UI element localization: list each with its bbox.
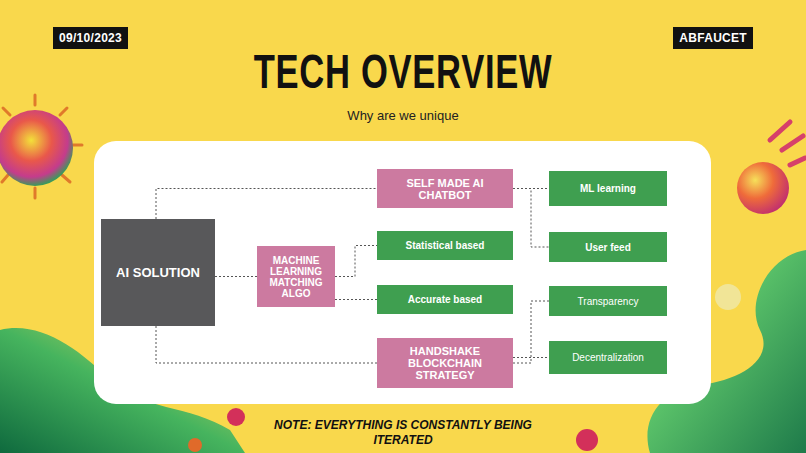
sun-decoration [0, 95, 82, 198]
dotted-connector [215, 276, 257, 277]
feature-box: Transparency [549, 286, 667, 316]
dotted-connector [513, 189, 549, 248]
node-label: Accurate based [408, 294, 482, 305]
root-box: AI SOLUTION [101, 219, 215, 326]
stroke-decoration [770, 122, 805, 165]
date-tag: 09/10/2023 [53, 27, 128, 49]
node-label: Statistical based [406, 240, 485, 251]
dotted-connector [513, 357, 549, 358]
dot-decoration [576, 429, 598, 451]
node-label: HANDSHAKE BLOCKCHAIN STRATEGY [383, 345, 507, 381]
node-label: AI SOLUTION [116, 265, 200, 280]
dot-decoration [227, 408, 245, 426]
component-box: MACHINE LEARNING MATCHING ALGO [257, 246, 335, 307]
node-label: Decentralization [572, 352, 644, 363]
dot-decoration [188, 438, 202, 452]
feature-box: Accurate based [377, 285, 513, 314]
dotted-connector [335, 246, 377, 277]
dotted-connector [335, 299, 377, 300]
feature-box: User feed [549, 232, 667, 262]
component-box: SELF MADE AI CHATBOT [377, 169, 513, 208]
dotted-connector [156, 326, 377, 363]
component-box: HANDSHAKE BLOCKCHAIN STRATEGY [377, 338, 513, 388]
node-label: SELF MADE AI CHATBOT [383, 177, 507, 201]
orb-decoration [737, 162, 789, 214]
dotted-connector [513, 301, 549, 363]
feature-box: Statistical based [377, 231, 513, 260]
brand-tag: ABFAUCET [673, 27, 753, 49]
node-label: ML learning [580, 183, 636, 194]
page-subtitle: Why are we unique [0, 108, 806, 123]
orb-decoration [715, 284, 741, 310]
footer-note: NOTE: EVERYTHING IS CONSTANTLY BEING ITE… [263, 418, 543, 448]
node-label: MACHINE LEARNING MATCHING ALGO [263, 255, 329, 299]
node-label: User feed [585, 242, 631, 253]
feature-box: Decentralization [549, 341, 667, 374]
feature-box: ML learning [549, 171, 667, 206]
dotted-connector [156, 189, 377, 220]
page-title: TECH OVERVIEW [113, 44, 693, 100]
node-label: Transparency [578, 296, 639, 307]
